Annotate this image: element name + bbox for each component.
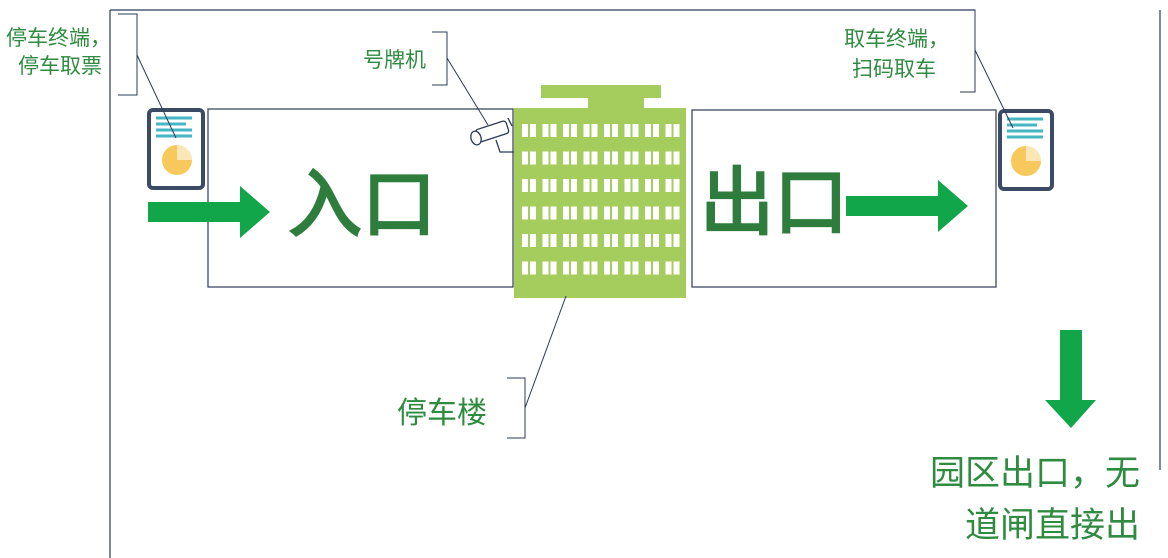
window-mullion — [528, 179, 530, 192]
window-mullion — [589, 234, 592, 247]
window-mullion — [569, 124, 571, 137]
window-mullion — [671, 124, 674, 137]
window-mullion — [528, 234, 530, 247]
window-mullion — [671, 151, 674, 165]
window-mullion — [589, 261, 592, 275]
pickup-terminal-line1: 取车终端， — [844, 27, 949, 51]
window-mullion — [671, 179, 674, 192]
window-mullion — [548, 151, 551, 165]
building-icon — [514, 85, 686, 298]
window-mullion — [528, 206, 530, 220]
window-mullion — [589, 124, 592, 137]
window-mullion — [610, 261, 612, 275]
window-mullion — [671, 261, 674, 275]
exit-box — [691, 109, 997, 288]
park-terminal-line2: 停车取票 — [18, 54, 102, 78]
kiosk-icon — [147, 108, 205, 190]
park-terminal-leader — [136, 54, 177, 139]
window-mullion — [630, 151, 633, 165]
window-mullion — [528, 261, 530, 275]
park-terminal-line1: 停车终端， — [6, 26, 111, 50]
window-mullion — [630, 234, 633, 247]
window-mullion — [630, 179, 633, 192]
window-mullion — [610, 179, 612, 192]
window-mullion — [528, 151, 530, 165]
park-terminal-label: 停车终端， 停车取票 — [6, 24, 111, 80]
entrance-sign: 入口 — [288, 162, 436, 248]
window-mullion — [651, 151, 653, 165]
window-mullion — [630, 124, 633, 137]
window-mullion — [651, 206, 653, 220]
pickup-terminal-label: 取车终端， 扫码取车 — [844, 24, 949, 84]
park-terminal-bracket — [118, 13, 138, 96]
window-mullion — [610, 206, 612, 220]
window-mullion — [651, 179, 653, 192]
entrance-box — [207, 108, 514, 288]
park-exit-label: 园区出口，无 道闸直接出 — [930, 448, 1140, 552]
exit-sign: 出口 — [700, 160, 848, 246]
window-mullion — [548, 261, 551, 275]
park-exit-arrow-icon — [1045, 330, 1096, 428]
entrance-arrow-icon — [148, 186, 270, 238]
window-mullion — [528, 124, 530, 137]
window-mullion — [630, 206, 633, 220]
plate-reader-leader — [446, 57, 489, 126]
window-mullion — [548, 179, 551, 192]
kiosk-icon — [998, 109, 1054, 191]
window-mullion — [589, 179, 592, 192]
window-mullion — [610, 124, 612, 137]
window-mullion — [651, 261, 653, 275]
plate-reader-bracket — [432, 31, 448, 86]
parking-building-bracket — [507, 377, 526, 439]
parking-building-label: 停车楼 — [397, 396, 487, 431]
window-mullion — [671, 234, 674, 247]
pickup-terminal-bracket — [960, 9, 976, 93]
window-mullion — [569, 234, 571, 247]
pickup-terminal-leader — [974, 49, 1014, 129]
window-mullion — [610, 151, 612, 165]
window-mullion — [610, 234, 612, 247]
window-mullion — [548, 124, 551, 137]
pickup-terminal-line2: 扫码取车 — [852, 57, 936, 81]
window-mullion — [630, 261, 633, 275]
exit-arrow-icon — [846, 180, 968, 232]
window-mullion — [651, 124, 653, 137]
park-exit-line1: 园区出口，无 — [930, 454, 1141, 494]
window-mullion — [569, 206, 571, 220]
window-mullion — [589, 206, 592, 220]
plate-reader-label: 号牌机 — [363, 48, 426, 72]
window-mullion — [589, 151, 592, 165]
window-mullion — [569, 261, 571, 275]
window-mullion — [569, 151, 571, 165]
window-mullion — [569, 179, 571, 192]
parking-building-leader — [524, 295, 567, 409]
camera-icon — [470, 117, 514, 153]
window-mullion — [671, 206, 674, 220]
window-mullion — [651, 234, 653, 247]
window-mullion — [548, 206, 551, 220]
park-exit-line2: 道闸直接出 — [965, 506, 1141, 546]
window-mullion — [548, 234, 551, 247]
